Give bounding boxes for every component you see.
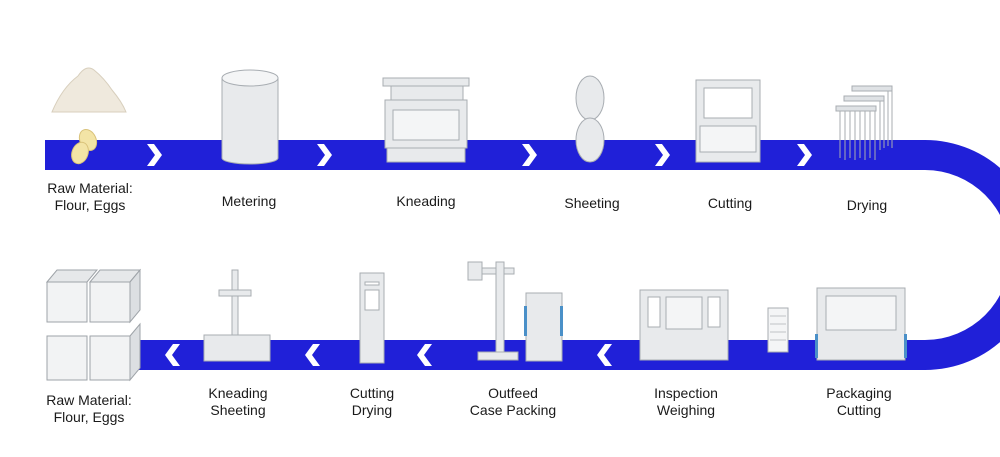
cutter-icon	[695, 79, 761, 163]
flow-arrows	[147, 144, 989, 366]
label-line: Raw Material:	[47, 180, 133, 196]
drying-rack-icon	[835, 85, 893, 160]
rollers-icon	[575, 75, 605, 163]
label-sheeting: Sheeting	[564, 195, 619, 212]
label-metering: Metering	[222, 193, 276, 210]
label-line: Cutting	[707, 195, 753, 211]
label-line: Sheeting	[564, 195, 620, 211]
label-raw-top: Raw Material: Flour, Eggs	[47, 180, 133, 214]
label-line: Inspection	[654, 385, 718, 401]
label-line: Kneading	[208, 385, 268, 401]
hopper-icon	[221, 69, 279, 165]
flour-eggs-icon	[51, 67, 127, 165]
label-line: Drying	[351, 402, 393, 418]
robot-arm-icon	[467, 261, 563, 362]
chevron-right-icon	[317, 144, 332, 166]
belt-turn	[925, 140, 1000, 370]
label-line: Packaging	[826, 385, 892, 401]
label-line: Cutting	[349, 385, 395, 401]
packaging-machine-icon	[767, 287, 907, 361]
label-inspection-weighing: Inspection Weighing	[654, 385, 718, 419]
label-raw-bottom: Raw Material: Flour, Eggs	[46, 392, 132, 426]
label-line: Weighing	[656, 402, 716, 418]
label-line: Cutting	[836, 402, 882, 418]
label-cutting: Cutting	[708, 195, 752, 212]
chevron-right-icon	[655, 144, 670, 166]
label-line: Case Packing	[469, 402, 557, 418]
label-line: Metering	[221, 193, 277, 209]
label-line: Flour, Eggs	[53, 409, 125, 425]
label-outfeed-case: Outfeed Case Packing	[470, 385, 556, 419]
label-kneading: Kneading	[396, 193, 455, 210]
chevron-left-icon	[305, 344, 320, 366]
boxes-icon	[45, 268, 142, 382]
kneading-machine-icon	[382, 77, 470, 163]
press-icon	[203, 269, 271, 362]
chevron-down-icon	[973, 245, 989, 262]
tower-icon	[359, 272, 385, 364]
label-line: Outfeed	[488, 385, 538, 401]
chevron-right-icon	[522, 144, 537, 166]
label-cutting-drying: Cutting Drying	[350, 385, 394, 419]
label-line: Raw Material:	[46, 392, 132, 408]
label-drying: Drying	[847, 197, 887, 214]
label-line: Sheeting	[210, 402, 266, 418]
chevron-right-icon	[797, 144, 812, 166]
label-line: Flour, Eggs	[54, 197, 126, 213]
chevron-left-icon	[417, 344, 432, 366]
label-kneading-sheeting: Kneading Sheeting	[208, 385, 267, 419]
chevron-right-icon	[147, 144, 162, 166]
belt-top	[45, 140, 925, 170]
label-line: Kneading	[396, 193, 456, 209]
chevron-left-icon	[597, 344, 612, 366]
label-line: Drying	[846, 197, 888, 213]
chevron-left-icon	[165, 344, 180, 366]
inspection-machine-icon	[639, 289, 729, 361]
label-packaging-cutting: Packaging Cutting	[826, 385, 891, 419]
